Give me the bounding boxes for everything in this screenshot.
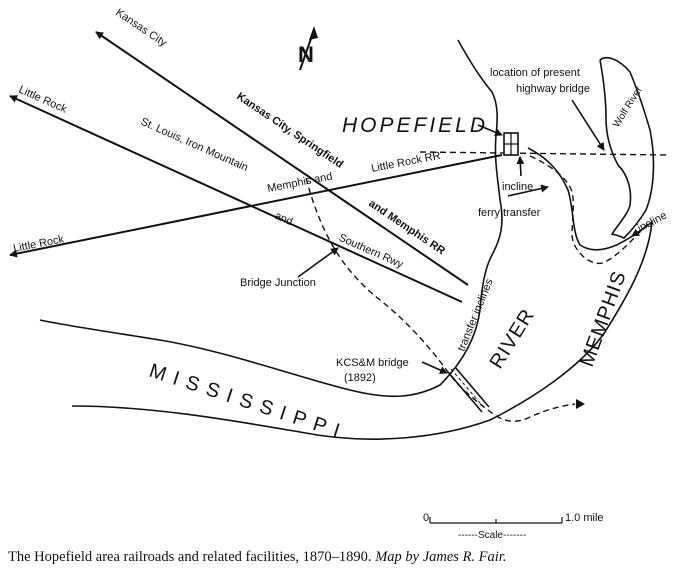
label-ferry-transfer: ferry transfer xyxy=(478,207,541,219)
label-little-rock-lower: Little Rock xyxy=(12,233,65,255)
caption-credit: Map by James R. Fair. xyxy=(375,549,507,565)
label-kcsm-bridge-2: (1892) xyxy=(344,372,376,384)
label-incline-east: incline xyxy=(636,209,669,234)
ferry-transfer-leader-arrow xyxy=(507,184,549,197)
hopefield-map: N Kansas City Little Rock Little Rock Ka… xyxy=(9,7,669,541)
kcsm-bridge-leader-arrow xyxy=(421,361,448,374)
scale-bar: 0 1.0 mile ------Scale------- xyxy=(423,512,604,541)
label-stl-iron-mountain-3: Southern Rwy xyxy=(337,232,405,271)
label-hopefield: HOPEFIELD xyxy=(342,114,488,137)
label-incline-west: incline xyxy=(502,181,533,193)
label-wolf-river: Wolf River xyxy=(611,84,645,129)
north-arrow-icon: N xyxy=(298,26,318,71)
scale-end-label: 1.0 mile xyxy=(565,512,604,524)
ferry-transfer-dashed-line xyxy=(529,155,649,265)
river-west-bank xyxy=(39,39,503,398)
label-present-bridge-2: highway bridge xyxy=(516,83,590,95)
scale-title-label: ------Scale------- xyxy=(458,530,526,541)
north-arrow-label: N xyxy=(298,42,314,67)
bridge-junction-leader-arrow xyxy=(297,247,339,278)
label-river: RIVER xyxy=(486,305,540,373)
label-mississippi: MISSISSIPPI xyxy=(146,360,350,445)
kcsm-railroad-line xyxy=(95,31,469,286)
label-bridge-junction: Bridge Junction xyxy=(240,277,316,289)
wolf-river-bank xyxy=(599,56,655,239)
stl-iron-mountain-railroad-line xyxy=(9,95,463,303)
caption-text: The Hopefield area railroads and related… xyxy=(8,549,372,565)
label-stl-iron-mountain-2: and xyxy=(273,210,295,228)
label-little-rock-rr: Little Rock RR xyxy=(370,150,441,175)
incline-east-leader-arrow xyxy=(631,226,647,237)
label-kansas-city: Kansas City xyxy=(113,7,169,50)
present-bridge-leader-arrow xyxy=(571,99,605,151)
bridge-connection-dashed-line xyxy=(305,177,576,422)
east-route-arrowhead xyxy=(576,399,585,409)
label-transfer-inclines: transfer inclines xyxy=(456,277,496,353)
hopefield-leader-arrow xyxy=(477,124,503,136)
present-highway-bridge-line xyxy=(419,151,669,156)
label-memphis: MEMPHIS xyxy=(576,268,631,370)
label-present-bridge-1: location of present xyxy=(490,67,580,79)
label-kcsm-railroad-1: Kansas City, Springfield xyxy=(234,91,345,171)
kcsm-bridge xyxy=(447,366,490,413)
scale-start-label: 0 xyxy=(423,512,429,524)
little-rock-railroad-line xyxy=(9,154,503,258)
river-east-bank xyxy=(71,147,653,440)
incline-west-leader-arrow xyxy=(516,156,525,177)
map-caption: The Hopefield area railroads and related… xyxy=(8,549,698,566)
label-kcsm-bridge-1: KCS&M bridge xyxy=(336,357,409,369)
